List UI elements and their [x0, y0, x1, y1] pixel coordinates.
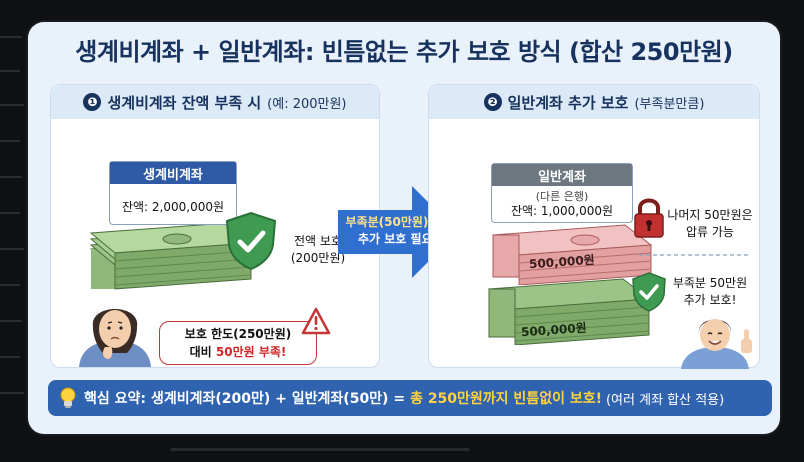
shield-check-small-icon — [632, 272, 666, 312]
left-heading-note: (예: 200만원) — [267, 96, 347, 112]
money-stack-pink — [491, 224, 653, 285]
lock-icon — [634, 198, 664, 238]
seizable-caption: 나머지 50만원은 압류 가능 — [665, 207, 755, 241]
right-heading-note: (부족분만큼) — [634, 96, 705, 112]
shortfall-prefix: 대비 — [189, 345, 212, 359]
left-panel-heading: ❶ 생계비계좌 잔액 부족 시 (예: 200만원) — [51, 85, 379, 119]
seizable-line-2: 압류 가능 — [686, 225, 734, 239]
full-protection-line-1: 전액 보호 — [294, 234, 342, 248]
seizable-line-1: 나머지 50만원은 — [667, 208, 753, 222]
savings-account-card: 생계비계좌 잔액: 2,000,000원 — [109, 161, 237, 225]
warning-triangle-icon — [301, 307, 331, 335]
money-stack-green — [487, 278, 651, 345]
extra-protection-line-1: 부족분 50만원 — [672, 276, 748, 290]
right-heading-text: 일반계좌 추가 보호 — [507, 93, 629, 112]
right-panel-heading: ❷ 일반계좌 추가 보호 (부족분만큼) — [429, 85, 759, 119]
shortfall-speech-bubble: 보호 한도(250만원) 대비 50만원 부족! — [159, 321, 317, 365]
general-account-tab: 일반계좌 — [492, 164, 632, 186]
lightbulb-icon — [60, 387, 76, 408]
savings-account-tab: 생계비계좌 — [110, 162, 236, 184]
left-heading-text: 생계비계좌 잔액 부족 시 — [107, 93, 262, 112]
summary-label: 핵심 요약: — [84, 391, 146, 407]
dashed-divider — [639, 254, 751, 256]
left-panel: ❶ 생계비계좌 잔액 부족 시 (예: 200만원) 생계비계좌 잔액: 2,0… — [50, 84, 380, 368]
general-account-card: 일반계좌 (다른 은행) 잔액: 1,000,000원 — [491, 163, 633, 223]
summary-note: (여러 계좌 합산 적용) — [605, 392, 725, 408]
shield-check-icon — [225, 211, 277, 271]
arrow-line-2: 추가 보호 필요! — [357, 232, 439, 246]
full-protection-line-2: (200만원) — [290, 251, 346, 265]
extra-protection-line-2: 추가 보호! — [683, 293, 737, 307]
right-panel: ❷ 일반계좌 추가 보호 (부족분만큼) 500,000원 500,000원 — [428, 84, 760, 369]
worried-person-illustration — [79, 309, 151, 367]
limit-text: 보호 한도(250만원) — [184, 327, 292, 341]
extra-protection-caption: 부족분 50만원 추가 보호! — [665, 275, 755, 309]
page-title: 생계비계좌 + 일반계좌: 빈틈없는 추가 보호 방식 (합산 250만원) — [75, 38, 733, 66]
money-stack-left — [89, 222, 253, 290]
general-account-balance: 잔액: 1,000,000원 — [510, 204, 614, 218]
shortfall-amount: 50만원 부족! — [215, 345, 287, 359]
thumbs-up-person-illustration — [681, 319, 752, 369]
arrow-highlight: 부족분(50만원) — [345, 215, 429, 229]
full-protection-caption: 전액 보호 (200만원) — [283, 233, 353, 267]
shortfall-text: 대비 50만원 부족! — [168, 343, 308, 361]
general-account-bank-note: (다른 은행) — [535, 190, 589, 203]
summary-bar: 핵심 요약: 생계비계좌(200만) + 일반계좌(50만) = 총 250만원… — [48, 380, 772, 416]
step-two-badge: ❷ — [483, 93, 502, 111]
step-one-badge: ❶ — [83, 93, 102, 111]
infographic-card: 생계비계좌 + 일반계좌: 빈틈없는 추가 보호 방식 (합산 250만원) ❶… — [28, 22, 780, 434]
savings-account-balance: 잔액: 2,000,000원 — [121, 200, 225, 214]
summary-highlight: 총 250만원까지 빈틈없이 보호! — [410, 391, 602, 407]
summary-formula: 생계비계좌(200만) + 일반계좌(50만) = — [151, 391, 406, 407]
